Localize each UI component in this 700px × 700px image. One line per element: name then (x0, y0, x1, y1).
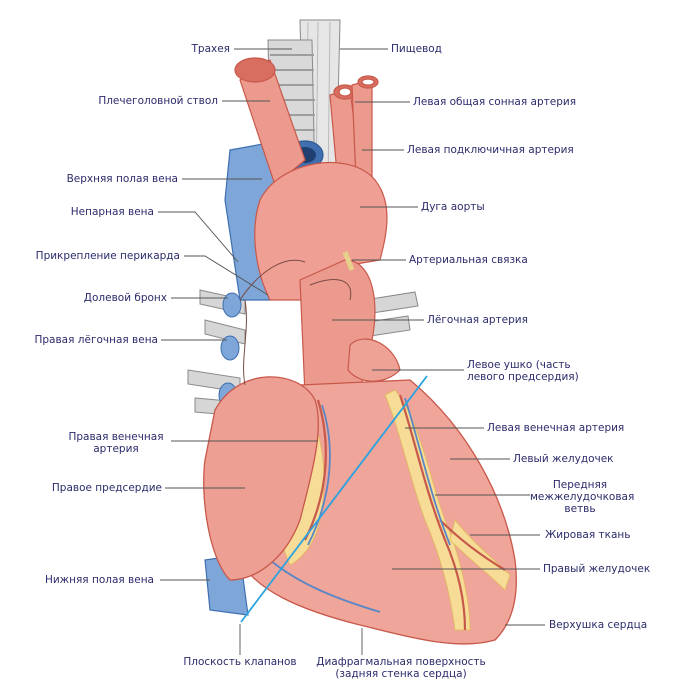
great-arteries (234, 57, 379, 187)
label-pericardium-attachment: Прикрепление перикарда (35, 250, 180, 262)
aortic-arch (254, 161, 388, 301)
label-right-coronary-line1: Правая венечная (68, 431, 164, 443)
ligamentum-arteriosum (342, 251, 355, 271)
label-esophagus: Пищевод (391, 43, 442, 55)
coronary-arteries (304, 394, 506, 631)
label-anterior-interventricular-line3: ветвь (564, 503, 596, 515)
label-ligamentum-arteriosum: Артериальная связка (409, 254, 528, 266)
label-left-auricle: Левое ушко (часть левого предсердия) (467, 359, 579, 383)
label-left-auricle-line2: левого предсердия) (467, 371, 579, 383)
left-auricle (347, 338, 401, 382)
label-right-coronary: Правая венечная артерия (60, 431, 172, 455)
label-aortic-arch: Дуга аорты (421, 201, 485, 213)
valve-plane-line (240, 375, 428, 623)
label-brachiocephalic-trunk: Плечеголовной ствол (98, 95, 218, 107)
leader-lines (158, 48, 545, 655)
label-adipose-tissue: Жировая ткань (545, 529, 631, 541)
label-apex: Верхушка сердца (549, 619, 648, 631)
label-pulmonary-artery: Лёгочная артерия (427, 314, 528, 326)
label-right-ventricle: Правый желудочек (543, 563, 651, 575)
label-azygos-vein: Непарная вена (70, 206, 154, 218)
label-diaphragmatic-surface: Диафрагмальная поверхность (задняя стенк… (306, 656, 496, 680)
label-right-coronary-line2: артерия (93, 443, 139, 455)
label-left-subclavian: Левая подключичная артерия (407, 144, 574, 156)
label-anterior-interventricular: Передняя межжелудочковая ветвь (530, 479, 635, 515)
label-left-ventricle: Левый желудочек (513, 453, 614, 465)
label-diaphragmatic-line2: (задняя стенка сердца) (335, 668, 467, 680)
right-atrium (203, 376, 319, 581)
label-valve-plane: Плоскость клапанов (183, 656, 297, 668)
label-left-auricle-line1: Левое ушко (часть (467, 359, 571, 371)
label-inferior-vena-cava: Нижняя полая вена (44, 574, 154, 586)
coronary-veins (269, 397, 451, 613)
pericardium-attachment-line (239, 259, 352, 386)
label-anterior-interventricular-line2: межжелудочковая (530, 491, 635, 503)
label-right-atrium: Правое предсердие (51, 482, 162, 494)
label-diaphragmatic-line1: Диафрагмальная поверхность (316, 656, 486, 668)
label-superior-vena-cava: Верхняя полая вена (66, 173, 178, 185)
label-left-common-carotid: Левая общая сонная артерия (413, 96, 577, 108)
label-lobar-bronchus: Долевой бронх (83, 292, 167, 304)
label-anterior-interventricular-line1: Передняя (552, 479, 608, 491)
label-left-coronary-artery: Левая венечная артерия (487, 422, 625, 434)
label-trachea: Трахея (191, 43, 230, 55)
label-right-pulmonary-vein: Правая лёгочная вена (34, 334, 159, 346)
